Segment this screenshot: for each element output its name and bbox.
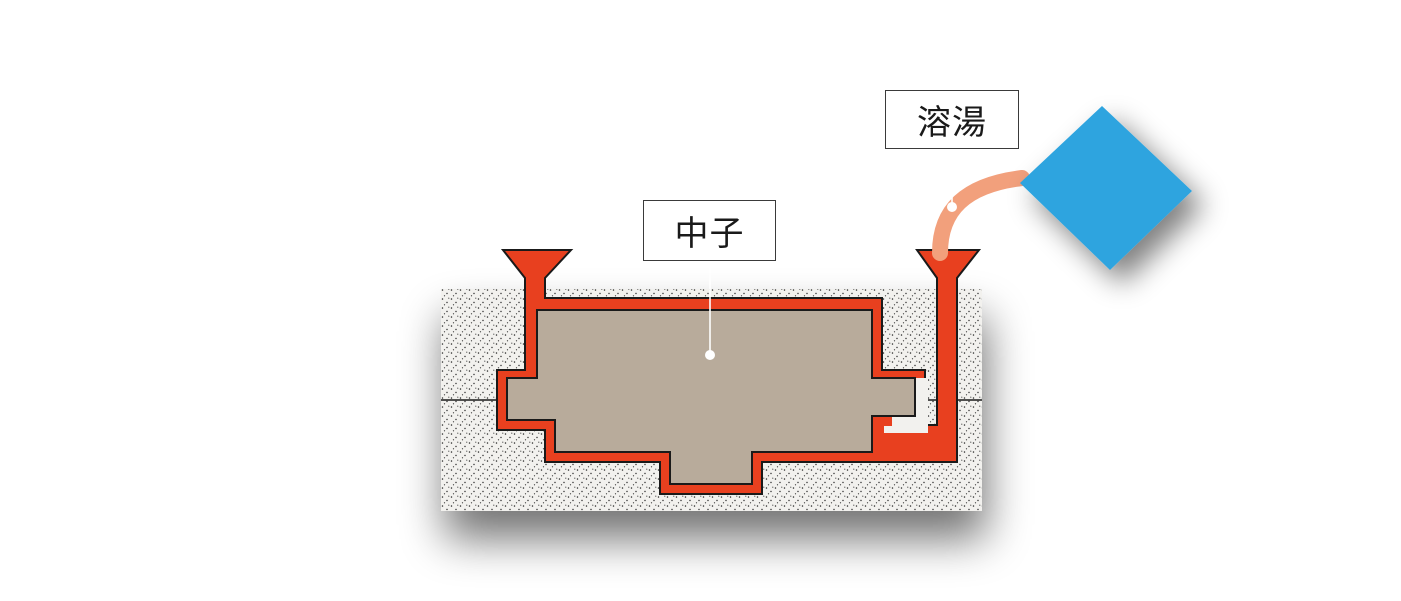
pour-stream <box>932 170 1030 261</box>
core-label: 中子 <box>643 200 776 261</box>
leader-dot-melt <box>947 202 957 212</box>
ladle <box>1020 106 1192 270</box>
molten-metal-label: 溶湯 <box>885 90 1019 149</box>
core <box>506 309 916 485</box>
leader-dot-core <box>705 350 715 360</box>
